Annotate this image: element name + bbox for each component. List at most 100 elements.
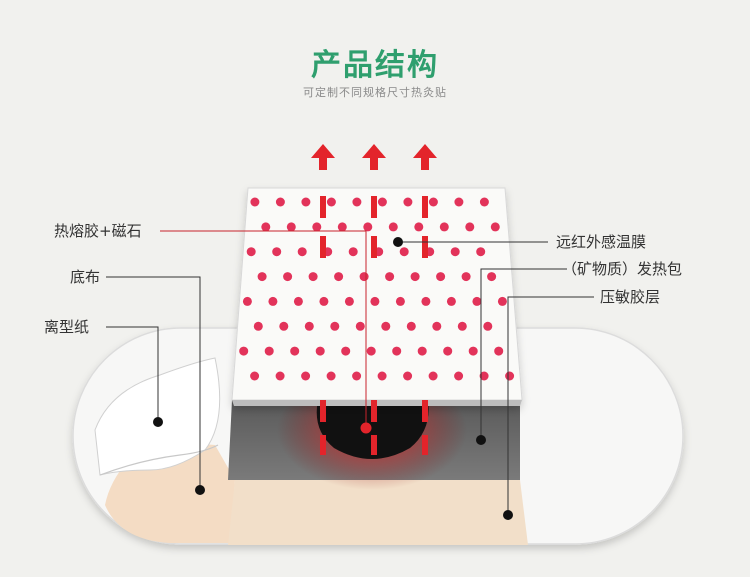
heat-arrow-dash [422, 400, 428, 422]
film-dot [337, 222, 347, 232]
film-dot [352, 197, 362, 207]
film-dot [363, 222, 373, 232]
film-dot [348, 247, 358, 257]
film-dot [308, 272, 318, 282]
heat-arrow-dash [320, 400, 326, 422]
heat-arrow-head [362, 144, 386, 170]
film-dot [479, 371, 489, 381]
film-dot [275, 371, 285, 381]
film-dot [446, 296, 456, 306]
film-dot [283, 272, 293, 282]
film-dot [403, 197, 413, 207]
leader-base-cloth [106, 276, 201, 490]
label-heat-glue-magnet: 热熔胶+磁石 [54, 222, 142, 240]
heat-arrow-dash [422, 435, 428, 455]
film-dot [246, 247, 256, 257]
film-dot [439, 222, 449, 232]
film-dot [497, 296, 507, 306]
leader-release-paper [106, 326, 159, 422]
heat-arrow-dash [422, 236, 428, 258]
film-dot [450, 247, 460, 257]
film-dot [454, 371, 464, 381]
film-dot [454, 197, 464, 207]
heat-arrow-dash [422, 196, 428, 218]
film-dot [476, 247, 486, 257]
heat-arrow-head [413, 144, 437, 170]
label-far-infrared-film: 远红外感温膜 [556, 233, 647, 251]
film-dot [461, 272, 471, 282]
film-dot [250, 371, 260, 381]
page-subtitle: 可定制不同规格尺寸热灸贴 [303, 86, 447, 99]
film-dot [290, 346, 300, 356]
film-dot [293, 296, 303, 306]
film-dot [341, 346, 351, 356]
film-dot [385, 272, 395, 282]
film-dot [326, 371, 336, 381]
film-dot [257, 272, 267, 282]
film-dot [395, 296, 405, 306]
film-dot [315, 346, 325, 356]
label-pressure-adhesive: 压敏胶层 [600, 288, 661, 306]
film-dot [355, 321, 365, 331]
film-dot [505, 371, 515, 381]
film-dot [264, 346, 274, 356]
magnet-disc [316, 400, 429, 459]
leader-adhesive [507, 296, 594, 515]
film-dot [410, 272, 420, 282]
film-dot [432, 321, 442, 331]
heat-arrow-dash [371, 236, 377, 258]
page-title: 产品结构 [311, 48, 439, 83]
film-dot [490, 222, 500, 232]
film-dot [443, 346, 453, 356]
film-dot [392, 346, 402, 356]
film-dot [388, 222, 398, 232]
marker-heat-glue [360, 422, 372, 434]
film-dot [472, 296, 482, 306]
film-dot [268, 296, 278, 306]
film-dot [417, 346, 427, 356]
marker-film [393, 237, 403, 247]
far-infrared-film [231, 187, 523, 406]
heat-arrow-dash [320, 236, 326, 258]
heat-arrow-dash [320, 435, 326, 455]
film-dot [366, 346, 376, 356]
film-dot [494, 346, 504, 356]
heat-arrow-dash [371, 196, 377, 218]
film-dot [297, 247, 307, 257]
label-base-cloth: 底布 [70, 268, 101, 286]
label-mineral-heat-pack: （矿物质）发热包 [562, 260, 683, 278]
heat-arrow-head [311, 144, 335, 170]
film-dot [370, 296, 380, 306]
film-dot [428, 371, 438, 381]
marker-heat-pack [476, 435, 486, 445]
leader-heat-pack [480, 268, 567, 440]
film-dot [421, 296, 431, 306]
marker-release-paper [153, 417, 163, 427]
film-dot [487, 272, 497, 282]
film-dot [377, 197, 387, 207]
film-dot [468, 346, 478, 356]
film-dot [275, 197, 285, 207]
film-dot [479, 197, 489, 207]
film-dot [301, 371, 311, 381]
film-dot [279, 321, 289, 331]
film-dot [319, 296, 329, 306]
marker-base-cloth [195, 485, 205, 495]
marker-adhesive [503, 510, 513, 520]
pressure-adhesive-layer [228, 480, 528, 545]
film-dot [352, 371, 362, 381]
film-dot [414, 222, 424, 232]
release-paper-fold [99, 444, 219, 476]
film-dot [304, 321, 314, 331]
film-dot [301, 197, 311, 207]
film-dot [483, 321, 493, 331]
film-dot [261, 222, 271, 232]
film-dot [428, 197, 438, 207]
film-dot-pattern [239, 197, 515, 381]
film-dot [359, 272, 369, 282]
film-dot [286, 222, 296, 232]
heat-arrow-dash [371, 435, 377, 455]
label-release-paper: 离型纸 [44, 318, 90, 336]
heat-arrows [311, 144, 437, 455]
leader-lines [106, 230, 594, 515]
